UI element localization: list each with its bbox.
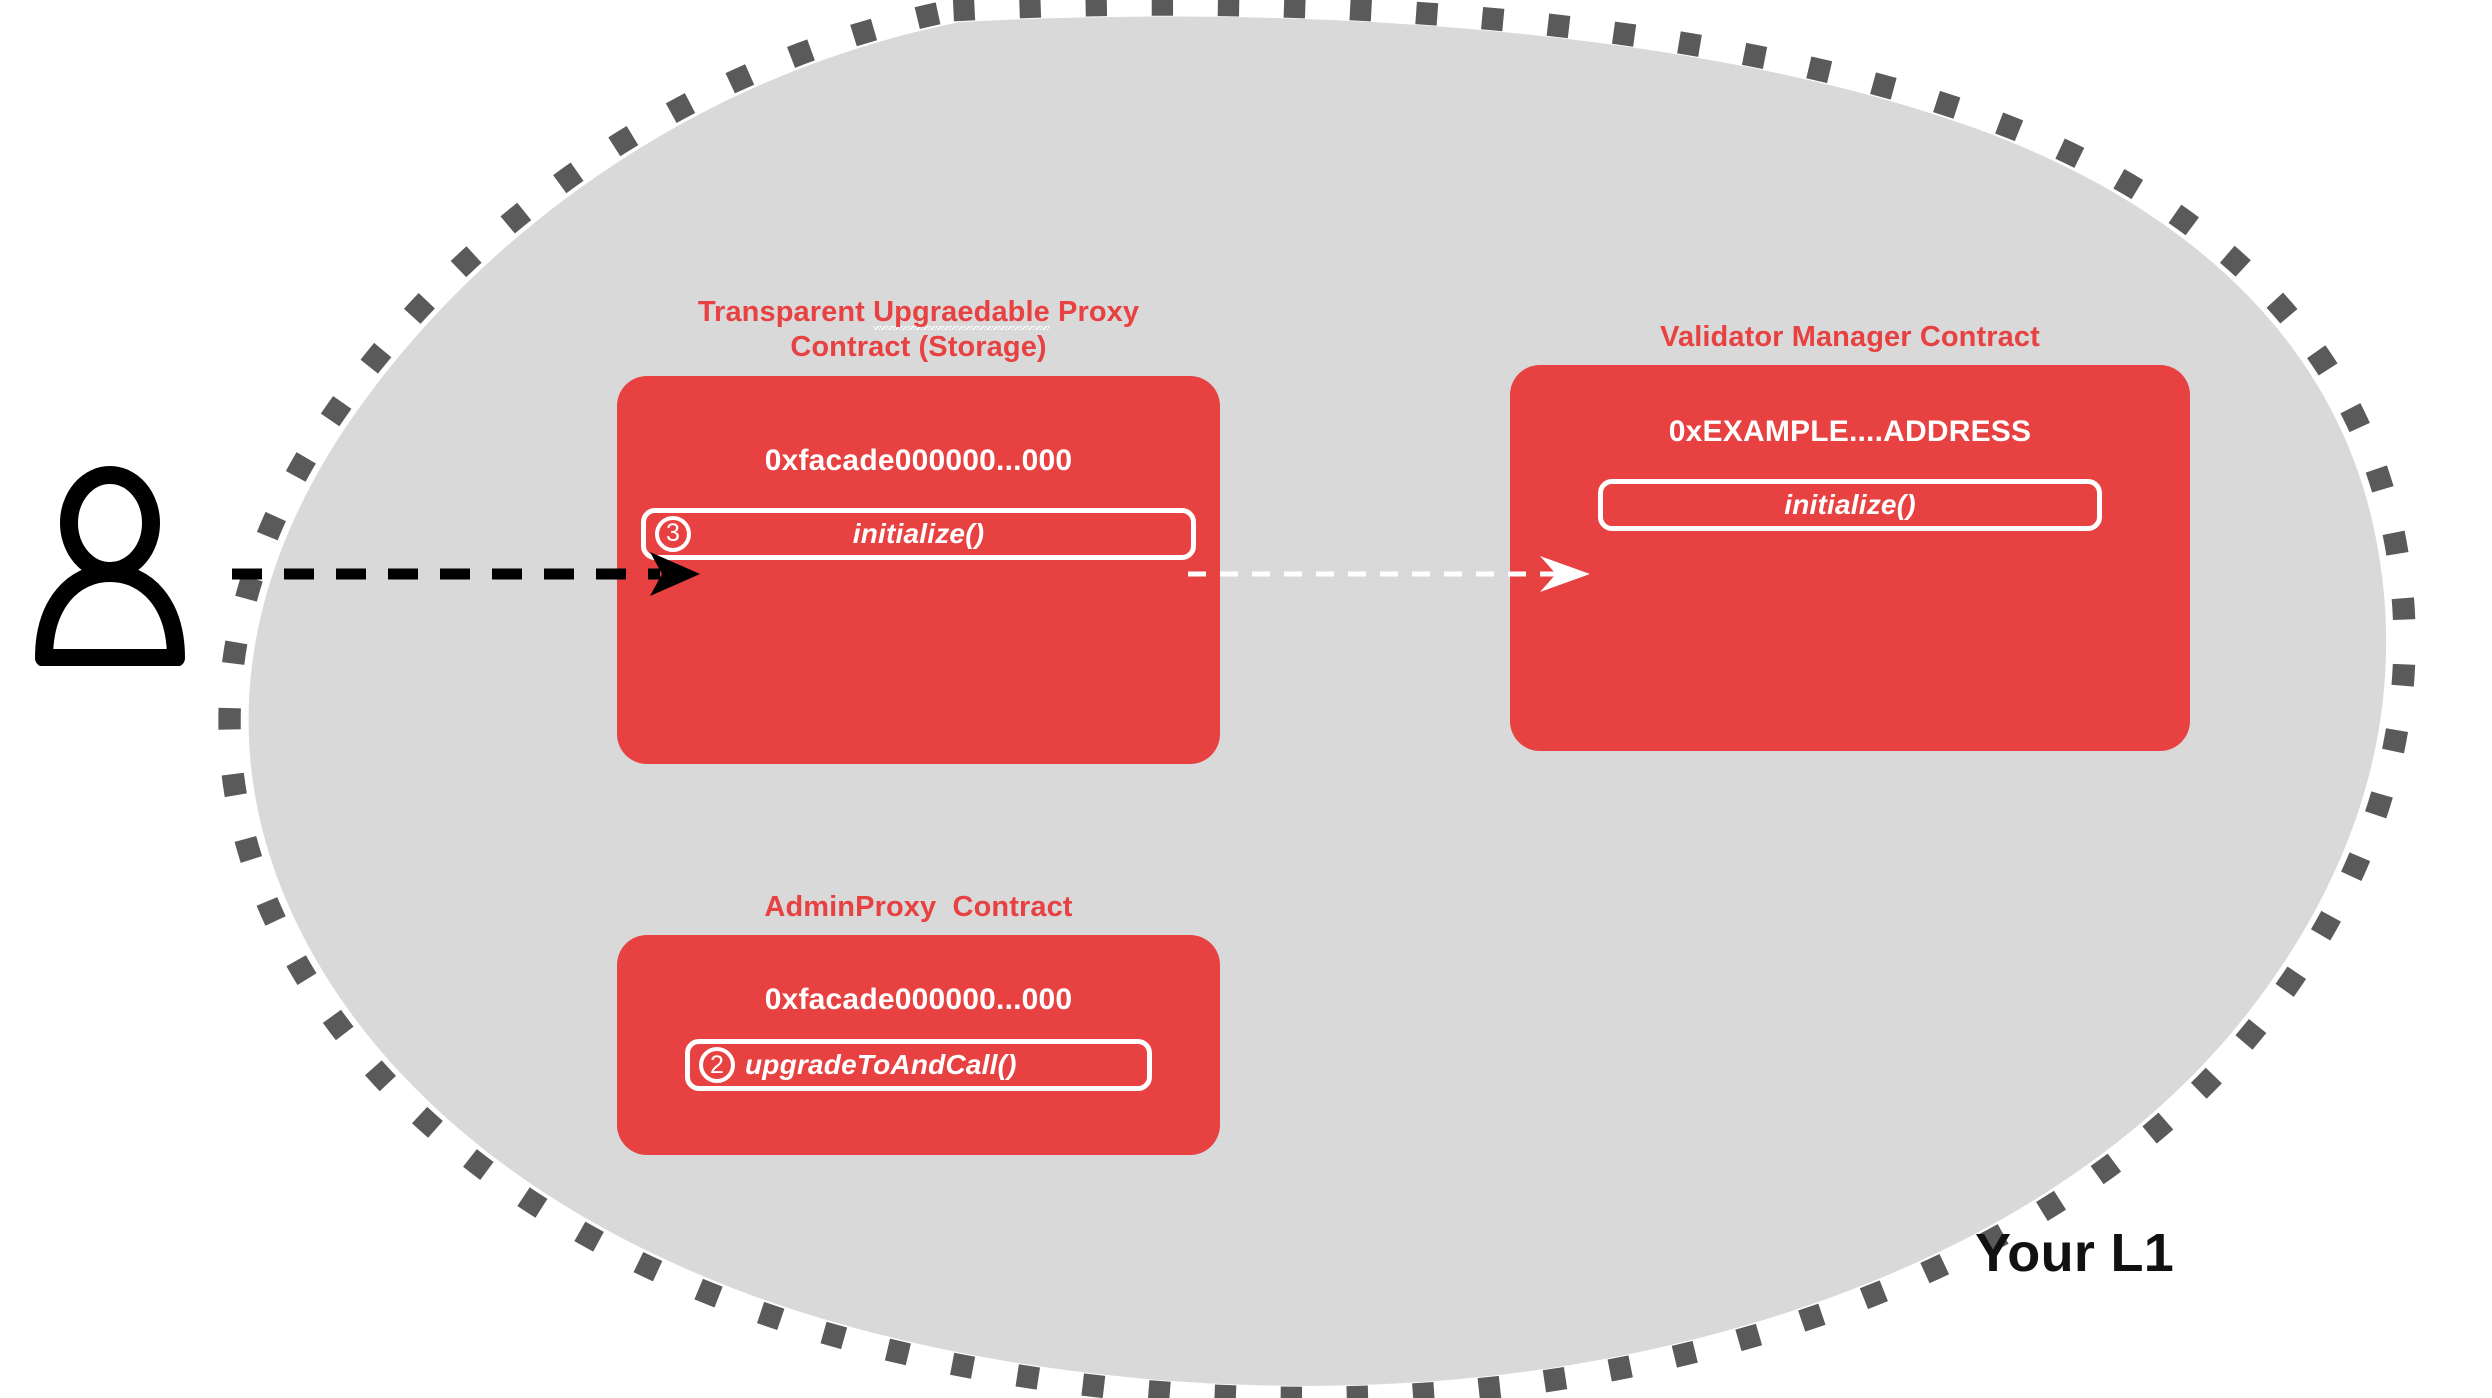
person-head-icon <box>60 466 160 580</box>
contract-address: 0xfacade000000...000 <box>764 983 1073 1017</box>
method-pill-upgrade-to-and-call[interactable]: 2 upgradeToAndCall() <box>685 1039 1152 1092</box>
l1-boundary-label: Your L1 <box>1975 1223 2175 1283</box>
title-misspelled-word: Upgraedable <box>873 296 1050 330</box>
contract-address: 0xEXAMPLE....ADDRESS <box>1668 415 2032 449</box>
method-label-upgrade-to-and-call: upgradeToAndCall() <box>745 1049 1017 1081</box>
contract-group-validator-manager: Validator Manager Contract 0xEXAMPLE....… <box>1510 320 2190 752</box>
title-part-c: Proxy <box>1049 296 1140 328</box>
title-line-2: Contract (Storage) <box>790 331 1047 364</box>
step-badge-3: 3 <box>655 515 691 552</box>
method-label-initialize: initialize() <box>1784 489 1916 521</box>
contract-title-admin-proxy: AdminProxy Contract <box>764 891 1073 923</box>
contract-card-validator-manager[interactable]: 0xEXAMPLE....ADDRESS initialize() <box>1510 365 2190 752</box>
contract-title-validator-manager: Validator Manager Contract <box>1660 321 2040 353</box>
user-actor <box>35 466 185 666</box>
contract-address: 0xfacade000000...000 <box>764 443 1073 477</box>
title-part-a: Transparent <box>697 296 874 328</box>
contract-group-admin-proxy: AdminProxy Contract 0xfacade000000...000… <box>617 890 1220 1156</box>
method-label-initialize: initialize() <box>852 517 985 549</box>
method-pill-initialize[interactable]: 3 initialize() <box>641 507 1196 560</box>
step-badge-2: 2 <box>699 1047 735 1084</box>
person-body-icon <box>35 564 185 666</box>
method-pill-initialize[interactable]: initialize() <box>1598 479 2102 532</box>
contract-card-admin-proxy[interactable]: 0xfacade000000...000 2 upgradeToAndCall(… <box>617 935 1220 1156</box>
contract-card-transparent-upgradeable-proxy[interactable]: 0xfacade000000...000 3 initialize() <box>617 375 1220 764</box>
